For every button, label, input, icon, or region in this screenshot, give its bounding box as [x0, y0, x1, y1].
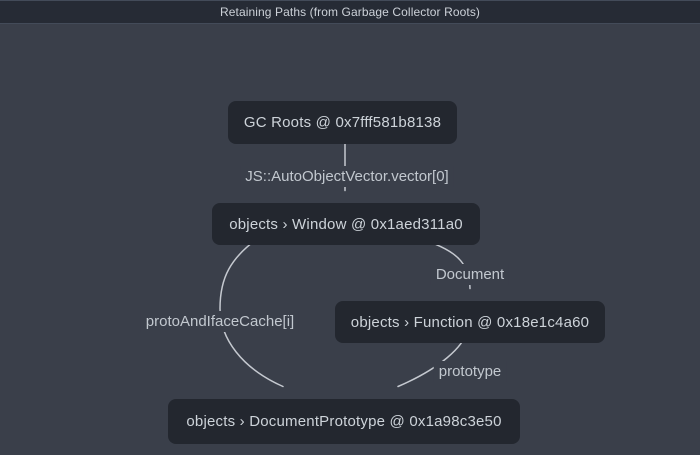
node-document-prototype[interactable]: objects › DocumentPrototype @ 0x1a98c3e5… [168, 399, 520, 444]
edge-label-proto-and-iface-cache: protoAndIfaceCache[i] [140, 311, 300, 332]
panel-title: Retaining Paths (from Garbage Collector … [0, 0, 700, 24]
edge-window-documentprototype [219, 231, 284, 388]
edge-label-vector: JS::AutoObjectVector.vector[0] [240, 166, 454, 187]
node-function[interactable]: objects › Function @ 0x18e1c4a60 [335, 301, 605, 343]
edge-label-prototype: prototype [433, 361, 507, 382]
node-window[interactable]: objects › Window @ 0x1aed311a0 [212, 203, 480, 245]
node-gc-roots[interactable]: GC Roots @ 0x7fff581b8138 [228, 101, 457, 144]
edge-label-document: Document [430, 264, 510, 285]
graph-canvas[interactable]: JS::AutoObjectVector.vector[0] Document … [0, 25, 700, 455]
